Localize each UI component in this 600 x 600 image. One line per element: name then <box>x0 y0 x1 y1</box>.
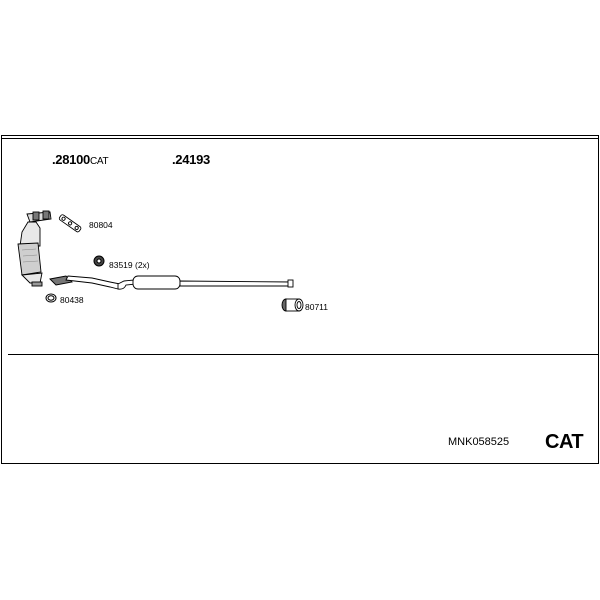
group-number-28100: .28100CAT <box>52 152 109 167</box>
part-label-80804: 80804 <box>89 220 113 230</box>
frame-top-rule <box>1 138 599 139</box>
product-type: CAT <box>545 431 584 453</box>
catalytic-converter-icon <box>17 210 52 287</box>
group-suffix-text: CAT <box>89 156 109 167</box>
group-number-text: .28100 <box>52 152 90 167</box>
part-label-83519: 83519 (2x) <box>109 260 150 270</box>
nut-icon <box>93 255 105 267</box>
muffler-pipe-icon <box>49 275 294 290</box>
group-number-24193: .24193 <box>172 153 210 166</box>
footer-divider <box>8 354 598 355</box>
product-code: MNK058525 <box>448 436 510 448</box>
clamp-icon <box>281 298 304 312</box>
diagram-frame <box>1 135 599 464</box>
group-number-text: .24193 <box>172 152 210 167</box>
clamp-ring-icon <box>45 293 57 303</box>
part-label-80711: 80711 <box>305 302 329 312</box>
part-label-80438: 80438 <box>60 295 84 305</box>
gasket-icon <box>58 214 82 233</box>
